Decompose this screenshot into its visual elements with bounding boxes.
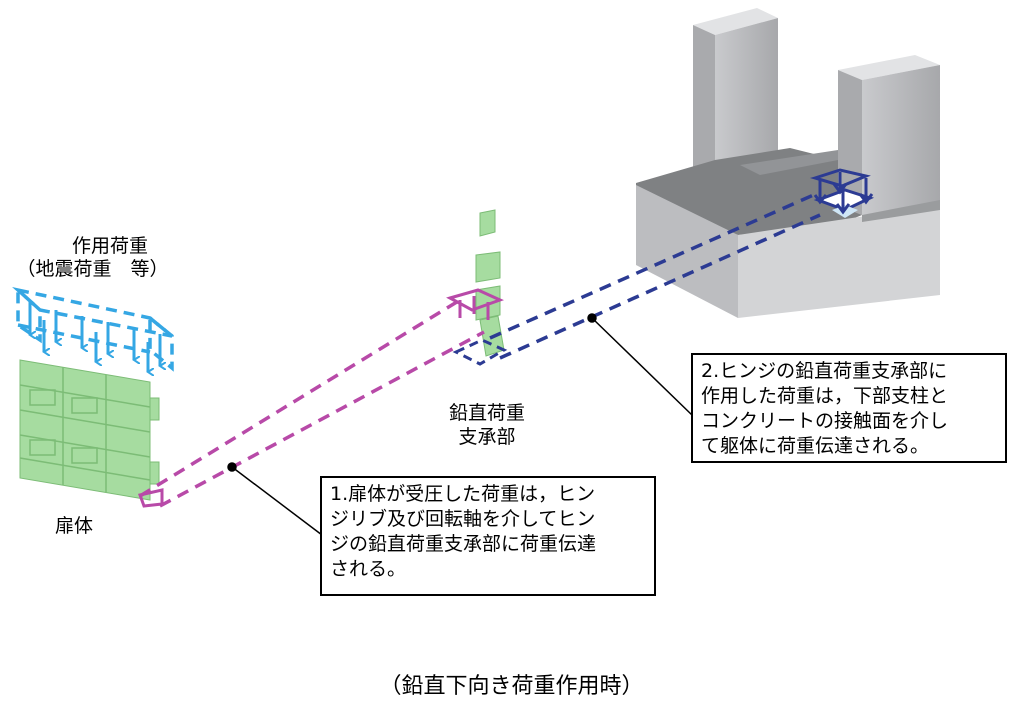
applied-load-subtitle: （地震荷重 等）: [16, 258, 169, 280]
bearing-label-line1: 鉛直荷重: [448, 402, 525, 424]
concrete-structure: [636, 8, 940, 318]
door-label: 扉体: [54, 515, 93, 537]
door-body-shape: [19, 359, 164, 508]
lower-bearing-outlines: [446, 288, 508, 366]
applied-load-title: 作用荷重: [71, 235, 148, 257]
load-path-door-to-bearing: [139, 298, 485, 508]
bearing-label-line2: 支承部: [458, 426, 516, 448]
diagram-caption: （鉛直下向き荷重作用時）: [379, 674, 644, 699]
note-door-to-bearing: 1.扉体が受圧した荷重は，ヒン ジリブ及び回転軸を介してヒン ジの鉛直荷重支承部…: [320, 476, 656, 596]
note-bearing-to-structure: 2.ヒンジの鉛直荷重支承部に 作用した荷重は，下部支柱と コンクリートの接触面を…: [691, 353, 1007, 463]
applied-load-arrows: [12, 286, 174, 372]
upper-bearing-arrows: [809, 168, 875, 218]
leader-lines: [227, 313, 694, 536]
